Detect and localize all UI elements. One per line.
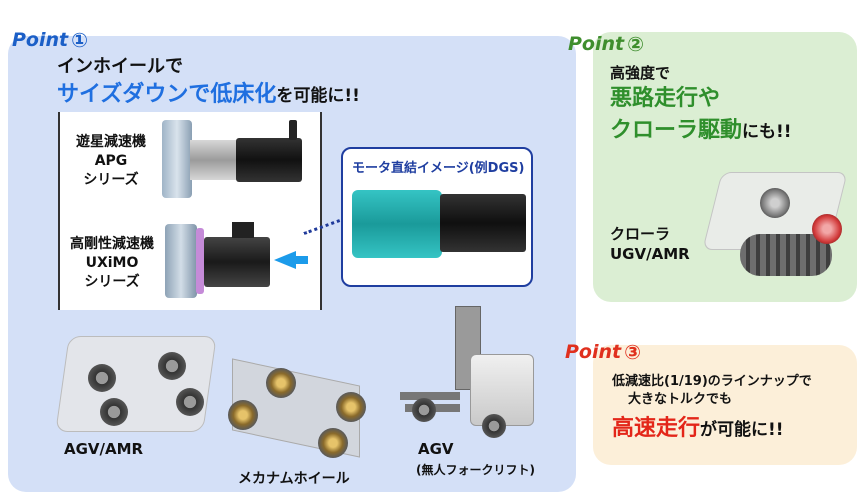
wheel-icon bbox=[158, 352, 186, 380]
point3-panel bbox=[593, 345, 857, 465]
agv-label: AGV bbox=[418, 440, 454, 458]
mecanum-wheel-icon bbox=[266, 368, 296, 398]
agv-amr-image bbox=[55, 336, 217, 432]
uximo-terminal-image bbox=[232, 222, 254, 238]
arrow-left-icon bbox=[274, 251, 296, 269]
mecanum-label: メカナムホイール bbox=[238, 471, 350, 487]
apg-flange-image bbox=[190, 140, 236, 180]
point3-line3: 高速走行が可能に!! bbox=[612, 416, 784, 441]
dgs-title: モータ直結イメージ(例DGS) bbox=[352, 161, 525, 176]
crawler-motor-image bbox=[760, 188, 790, 218]
wheel-icon bbox=[100, 398, 128, 426]
apg-motor-image bbox=[236, 138, 302, 182]
mecanum-wheel-icon bbox=[336, 392, 366, 422]
wheel-icon bbox=[412, 398, 436, 422]
point1-line1: インホイールで bbox=[57, 56, 183, 77]
point1-line2: サイズダウンで低床化を可能に!! bbox=[57, 82, 360, 107]
uximo-motor-image bbox=[204, 237, 270, 287]
wheel-icon bbox=[176, 388, 204, 416]
apg-gear-disc-image bbox=[162, 120, 192, 198]
apg-cable-image bbox=[289, 120, 297, 140]
crawler-label: クローラ UGV/AMR bbox=[610, 225, 690, 263]
crawler-motor-highlight-image bbox=[812, 214, 842, 244]
point2-line2: 悪路走行や bbox=[610, 86, 721, 111]
dgs-gear-cutaway-image bbox=[352, 190, 442, 258]
wheel-icon bbox=[88, 364, 116, 392]
point1-highlight: サイズダウンで低床化 bbox=[57, 82, 277, 107]
wheel-icon bbox=[482, 414, 506, 438]
uximo-ring-image bbox=[196, 228, 204, 294]
uximo-gear-disc-image bbox=[165, 224, 197, 298]
dgs-motor-image bbox=[440, 194, 526, 252]
mecanum-wheel-icon bbox=[228, 400, 258, 430]
crawler-track-image bbox=[740, 234, 832, 276]
apg-label: 遊星減速機 APG シリーズ bbox=[76, 134, 146, 188]
point3-line2: 大きなトルクでも bbox=[628, 392, 733, 407]
arrow-shaft bbox=[294, 256, 308, 264]
point2-line1: 高強度で bbox=[610, 64, 671, 82]
agv-amr-label: AGV/AMR bbox=[64, 440, 144, 458]
mecanum-wheel-icon bbox=[318, 428, 348, 458]
forklift-body-image bbox=[470, 354, 534, 426]
forklift-label: (無人フォークリフト) bbox=[416, 463, 535, 477]
point2-line3: クローラ駆動にも!! bbox=[610, 118, 792, 143]
uximo-label: 高剛性減速機 UXiMO シリーズ bbox=[70, 236, 154, 290]
point3-line1: 低減速比(1/19)のラインナップで bbox=[612, 374, 812, 389]
forklift-fork-image bbox=[400, 392, 460, 400]
